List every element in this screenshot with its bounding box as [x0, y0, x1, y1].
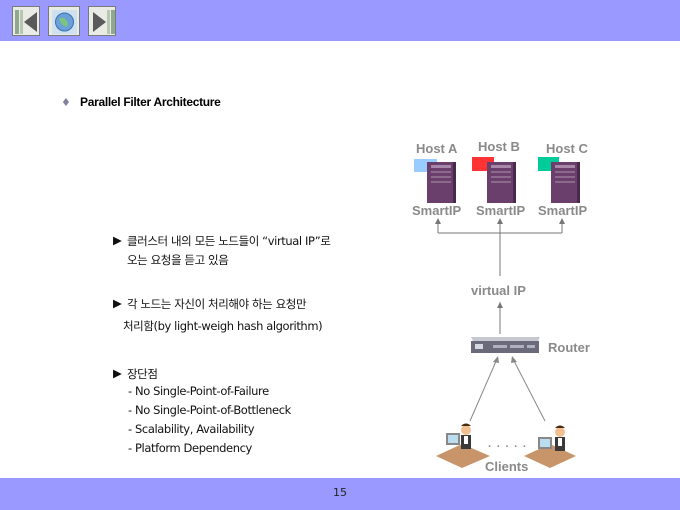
point-1-line-1: 클러스터 내의 모든 노드들이 “virtual IP”로 [127, 234, 331, 248]
point-2-marker: ▶ [113, 296, 122, 310]
router-label: Router [548, 340, 590, 355]
point-1-line-2: 오는 요청을 듣고 있음 [127, 253, 229, 267]
point-2-line-1: 각 노드는 자신이 처리해야 하는 요청만 [127, 297, 307, 311]
clients-label: Clients [485, 459, 529, 474]
point-3-marker: ▶ [113, 366, 122, 380]
client-right-icon [524, 425, 576, 468]
point-2-line-2: 처리함(by light-weigh hash algorithm) [123, 319, 323, 333]
host-c-server-icon [538, 157, 580, 203]
clients-ellipsis: · · · · · [488, 441, 528, 453]
top-bar [0, 0, 680, 41]
host-c-smartip-label: SmartIP [538, 203, 588, 218]
broadcast-bracket [437, 222, 563, 334]
host-b-label: Host B [478, 139, 520, 154]
bottom-bar: 15 [0, 478, 680, 510]
host-a-server-icon [414, 159, 456, 203]
pros-cons-item: - Scalability, Availability [128, 422, 255, 436]
router-icon [471, 337, 540, 353]
client-arrows [469, 358, 546, 422]
host-a-label: Host A [416, 141, 458, 156]
point-1-marker: ▶ [113, 233, 122, 247]
page-number: 15 [333, 486, 347, 499]
host-c-label: Host C [546, 141, 588, 156]
home-globe-icon[interactable] [48, 6, 80, 36]
host-b-server-icon [472, 157, 516, 203]
host-b-smartip-label: SmartIP [476, 203, 526, 218]
forward-nav-icon[interactable] [88, 6, 116, 36]
title-bullet-icon: ♦ [61, 96, 71, 109]
pros-cons-item: - No Single-Point-of-Failure [128, 384, 269, 398]
virtual-ip-label: virtual IP [471, 283, 526, 298]
bracket-arrowheads [435, 218, 565, 308]
back-nav-icon[interactable] [12, 6, 40, 36]
point-3-line-1: 장단점 [127, 367, 158, 381]
slide-title: Parallel Filter Architecture [80, 95, 221, 109]
pros-cons-item: - No Single-Point-of-Bottleneck [128, 403, 291, 417]
host-a-smartip-label: SmartIP [412, 203, 462, 218]
client-left-icon [436, 423, 490, 468]
pros-cons-item: - Platform Dependency [128, 441, 252, 455]
